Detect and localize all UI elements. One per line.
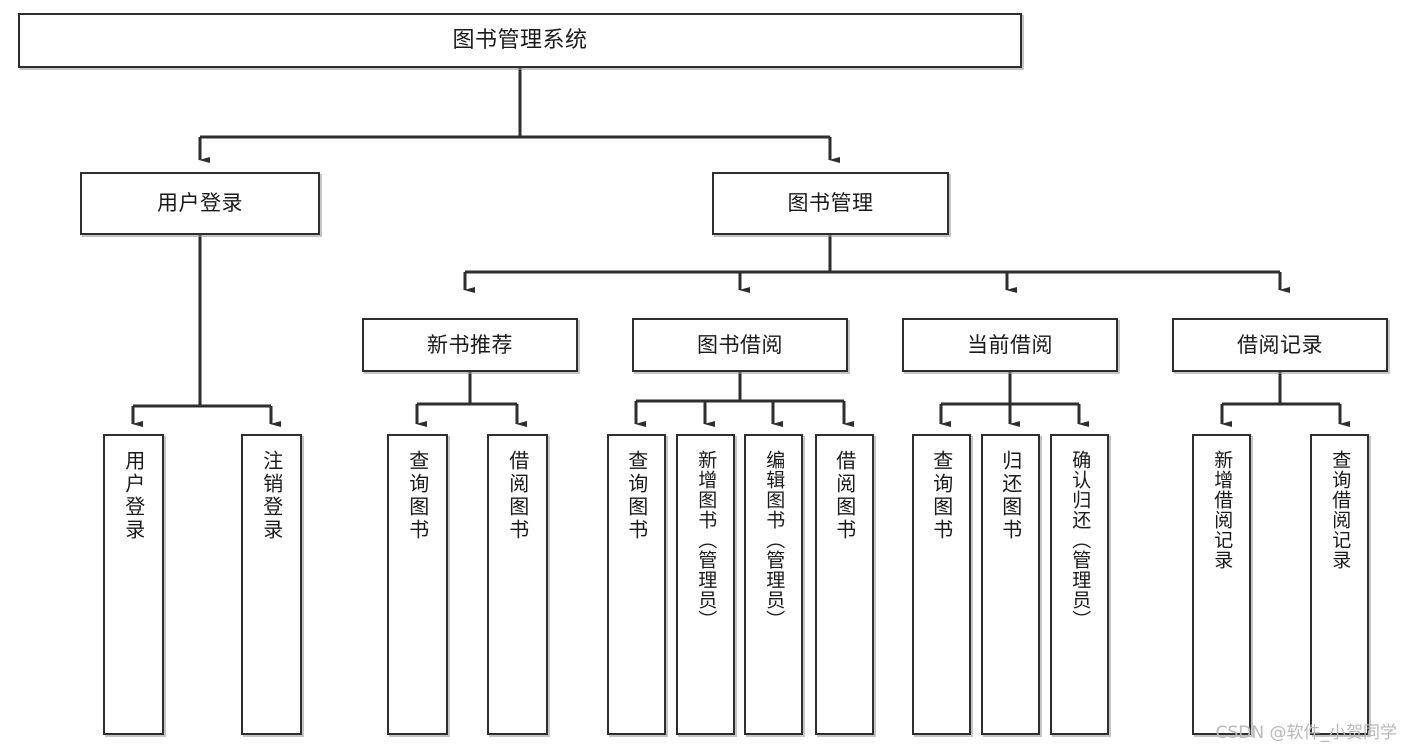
node-leaf-user-login[interactable]: 用户登录 <box>103 434 164 735</box>
node-leaf-edit-book[interactable]: 编辑图书（管理员） <box>744 434 803 735</box>
node-leaf-query-book-3-label: 查询图书 <box>929 450 954 542</box>
node-leaf-add-record[interactable]: 新增借阅记录 <box>1192 434 1251 735</box>
node-leaf-return-book-label: 归还图书 <box>998 450 1023 542</box>
node-leaf-confirm-return[interactable]: 确认归还（管理员） <box>1050 434 1109 735</box>
edge-group-root <box>198 68 840 163</box>
node-root[interactable]: 图书管理系统 <box>18 13 1022 68</box>
node-book-borrow-label: 图书借阅 <box>697 332 783 357</box>
node-borrow-record-label: 借阅记录 <box>1237 332 1323 357</box>
node-leaf-borrow-book-2-label: 借阅图书 <box>832 450 857 542</box>
node-new-book-rec[interactable]: 新书推荐 <box>362 318 578 372</box>
node-leaf-query-record-label: 查询借阅记录 <box>1329 450 1352 570</box>
node-book-manage[interactable]: 图书管理 <box>712 172 949 235</box>
node-book-manage-label: 图书管理 <box>787 191 874 216</box>
node-leaf-logout[interactable]: 注销登录 <box>241 434 302 735</box>
edge-group-book-borrow <box>634 372 854 427</box>
node-leaf-borrow-book-1-label: 借阅图书 <box>505 450 530 542</box>
edge-group-user-login <box>131 235 281 427</box>
node-leaf-query-record[interactable]: 查询借阅记录 <box>1310 434 1369 735</box>
node-new-book-rec-label: 新书推荐 <box>427 332 513 357</box>
node-leaf-confirm-return-label: 确认归还（管理员） <box>1069 450 1092 630</box>
node-leaf-add-book[interactable]: 新增图书（管理员） <box>676 434 735 735</box>
node-leaf-query-book-2[interactable]: 查询图书 <box>607 434 666 735</box>
node-current-borrow[interactable]: 当前借阅 <box>902 318 1118 372</box>
node-leaf-add-record-label: 新增借阅记录 <box>1211 450 1234 570</box>
node-borrow-record[interactable]: 借阅记录 <box>1172 318 1388 372</box>
node-leaf-edit-book-label: 编辑图书（管理员） <box>763 450 786 630</box>
node-leaf-user-login-label: 用户登录 <box>121 450 146 542</box>
node-user-login-label: 用户登录 <box>157 191 243 216</box>
node-leaf-query-book-1-label: 查询图书 <box>405 450 430 542</box>
node-leaf-borrow-book-1[interactable]: 借阅图书 <box>487 434 548 735</box>
node-leaf-borrow-book-2[interactable]: 借阅图书 <box>815 434 874 735</box>
node-root-label: 图书管理系统 <box>452 27 588 53</box>
node-book-borrow[interactable]: 图书借阅 <box>632 318 848 372</box>
node-leaf-return-book[interactable]: 归还图书 <box>981 434 1040 735</box>
watermark-text: CSDN @软件_小贺同学 <box>1215 723 1397 743</box>
edge-group-book-manage <box>463 235 1290 293</box>
node-user-login[interactable]: 用户登录 <box>80 172 320 235</box>
node-leaf-logout-label: 注销登录 <box>259 450 284 542</box>
node-leaf-add-book-label: 新增图书（管理员） <box>695 450 718 630</box>
node-leaf-query-book-1[interactable]: 查询图书 <box>387 434 448 735</box>
node-current-borrow-label: 当前借阅 <box>967 332 1053 357</box>
edge-group-new-book-rec <box>415 372 527 427</box>
edge-group-borrow-record <box>1220 372 1350 427</box>
edge-group-current-borrow <box>939 372 1089 427</box>
node-leaf-query-book-2-label: 查询图书 <box>624 450 649 542</box>
node-leaf-query-book-3[interactable]: 查询图书 <box>912 434 971 735</box>
